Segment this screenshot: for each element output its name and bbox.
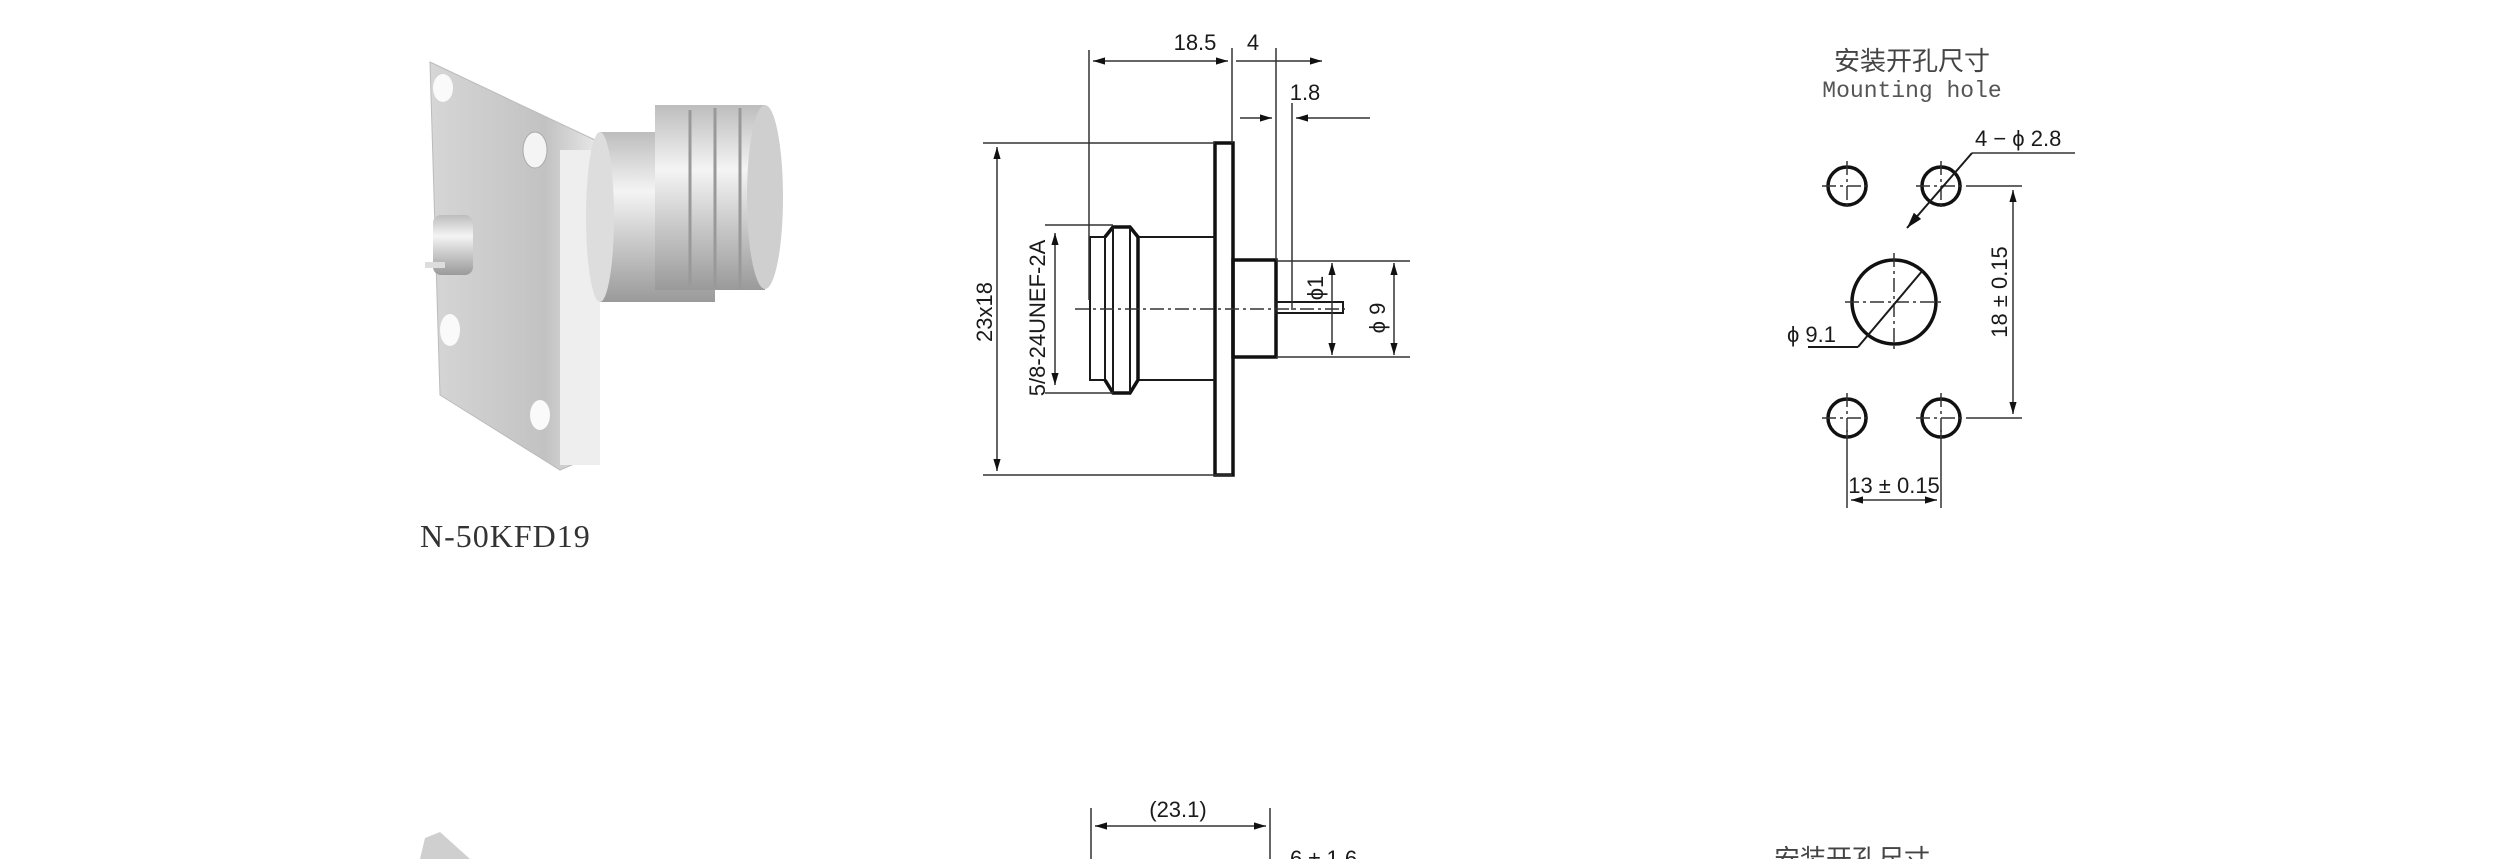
next-section-partial: (23.1) 6 ± 1.6 安装开孔尺寸	[420, 797, 1930, 859]
dim-pin-length: 1.8	[1290, 80, 1321, 105]
dim-total-length: (23.1)	[1149, 797, 1206, 822]
dim-flange-size: 23x18	[972, 282, 997, 342]
center-hole-diameter: ϕ 9.1	[1787, 322, 1836, 347]
mounting-title-en: Mounting hole	[1822, 78, 2001, 104]
horizontal-spacing: 13 ± 0.15	[1848, 473, 1940, 498]
thread-spec: 5/8-24UNEF-2A	[1025, 239, 1050, 396]
dim-flange-thickness: 4	[1247, 30, 1259, 55]
connector-photo	[425, 61, 783, 471]
vertical-spacing: 18 ± 0.15	[1987, 246, 2012, 338]
mounting-holes	[1822, 161, 1966, 443]
mounting-hole-drawing: 安装开孔尺寸 Mounting hole 4 − ϕ 2.8 ϕ 9.1 18 …	[1787, 47, 2075, 508]
product-model-label: N-50KFD19	[420, 518, 591, 554]
dim-body-length: 18.5	[1174, 30, 1217, 55]
dim-partial: 6 ± 1.6	[1290, 846, 1357, 859]
hole-callout: 4 − ϕ 2.8	[1975, 126, 2061, 151]
dim-rear-diameter: ϕ 9	[1365, 303, 1390, 334]
mounting-title-cn: 安装开孔尺寸	[1834, 47, 1990, 77]
side-view-drawing: 18.5 4 1.8 23x18 5/8-24UNEF-2A ϕ1 ϕ 9	[972, 30, 1410, 477]
dim-pin-diameter: ϕ1	[1303, 276, 1328, 301]
next-mounting-title-cn: 安装开孔尺寸	[1774, 845, 1930, 859]
